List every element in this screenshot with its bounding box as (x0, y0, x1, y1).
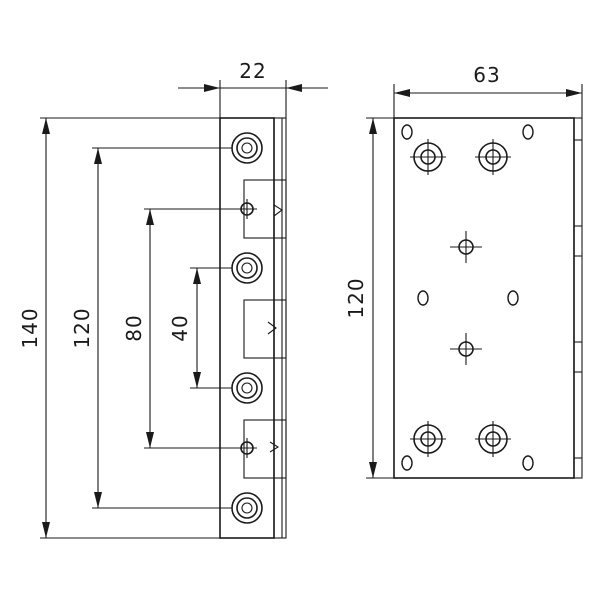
corner-hole (522, 455, 534, 471)
small-hole (237, 199, 257, 219)
front-countersunk-hole (475, 139, 511, 175)
side-view-slot (243, 419, 287, 479)
front-countersunk-hole (475, 421, 511, 457)
dim-hole-pitch-inner: 40 (168, 268, 201, 388)
dim-label-22: 22 (239, 59, 266, 83)
dim-hole-pitch-middle: 80 (122, 209, 154, 448)
front-countersunk-hole (410, 139, 446, 175)
corner-hole (401, 455, 413, 471)
middle-hole (417, 290, 429, 306)
side-view-slot (243, 299, 287, 359)
dim-label-140: 140 (18, 307, 42, 348)
dim-hole-pitch-outer: 120 (70, 148, 102, 508)
countersunk-hole (231, 132, 263, 164)
dim-label-120-front: 120 (344, 277, 368, 318)
side-view-leaf-outline (219, 117, 275, 539)
front-view-knuckle (573, 117, 583, 479)
dim-label-80: 80 (122, 314, 146, 341)
front-center-hole (450, 333, 482, 365)
dim-leaf-thickness: 22 (178, 59, 328, 92)
dim-front-height: 120 (344, 118, 377, 478)
side-view: 140 120 80 40 22 (18, 59, 328, 539)
countersunk-hole (231, 372, 263, 404)
dim-label-40: 40 (168, 314, 192, 341)
dim-label-120-side: 120 (70, 307, 94, 348)
small-hole (237, 438, 257, 458)
countersunk-hole (231, 492, 263, 524)
middle-hole (507, 290, 519, 306)
countersunk-hole (231, 252, 263, 284)
dim-label-63: 63 (473, 63, 500, 87)
front-view: 63 120 (344, 63, 583, 479)
dim-front-width: 63 (394, 63, 582, 97)
front-center-hole (450, 231, 482, 263)
corner-hole (401, 124, 413, 140)
front-countersunk-hole (410, 421, 446, 457)
corner-hole (522, 124, 534, 140)
dim-overall-height: 140 (18, 118, 50, 538)
